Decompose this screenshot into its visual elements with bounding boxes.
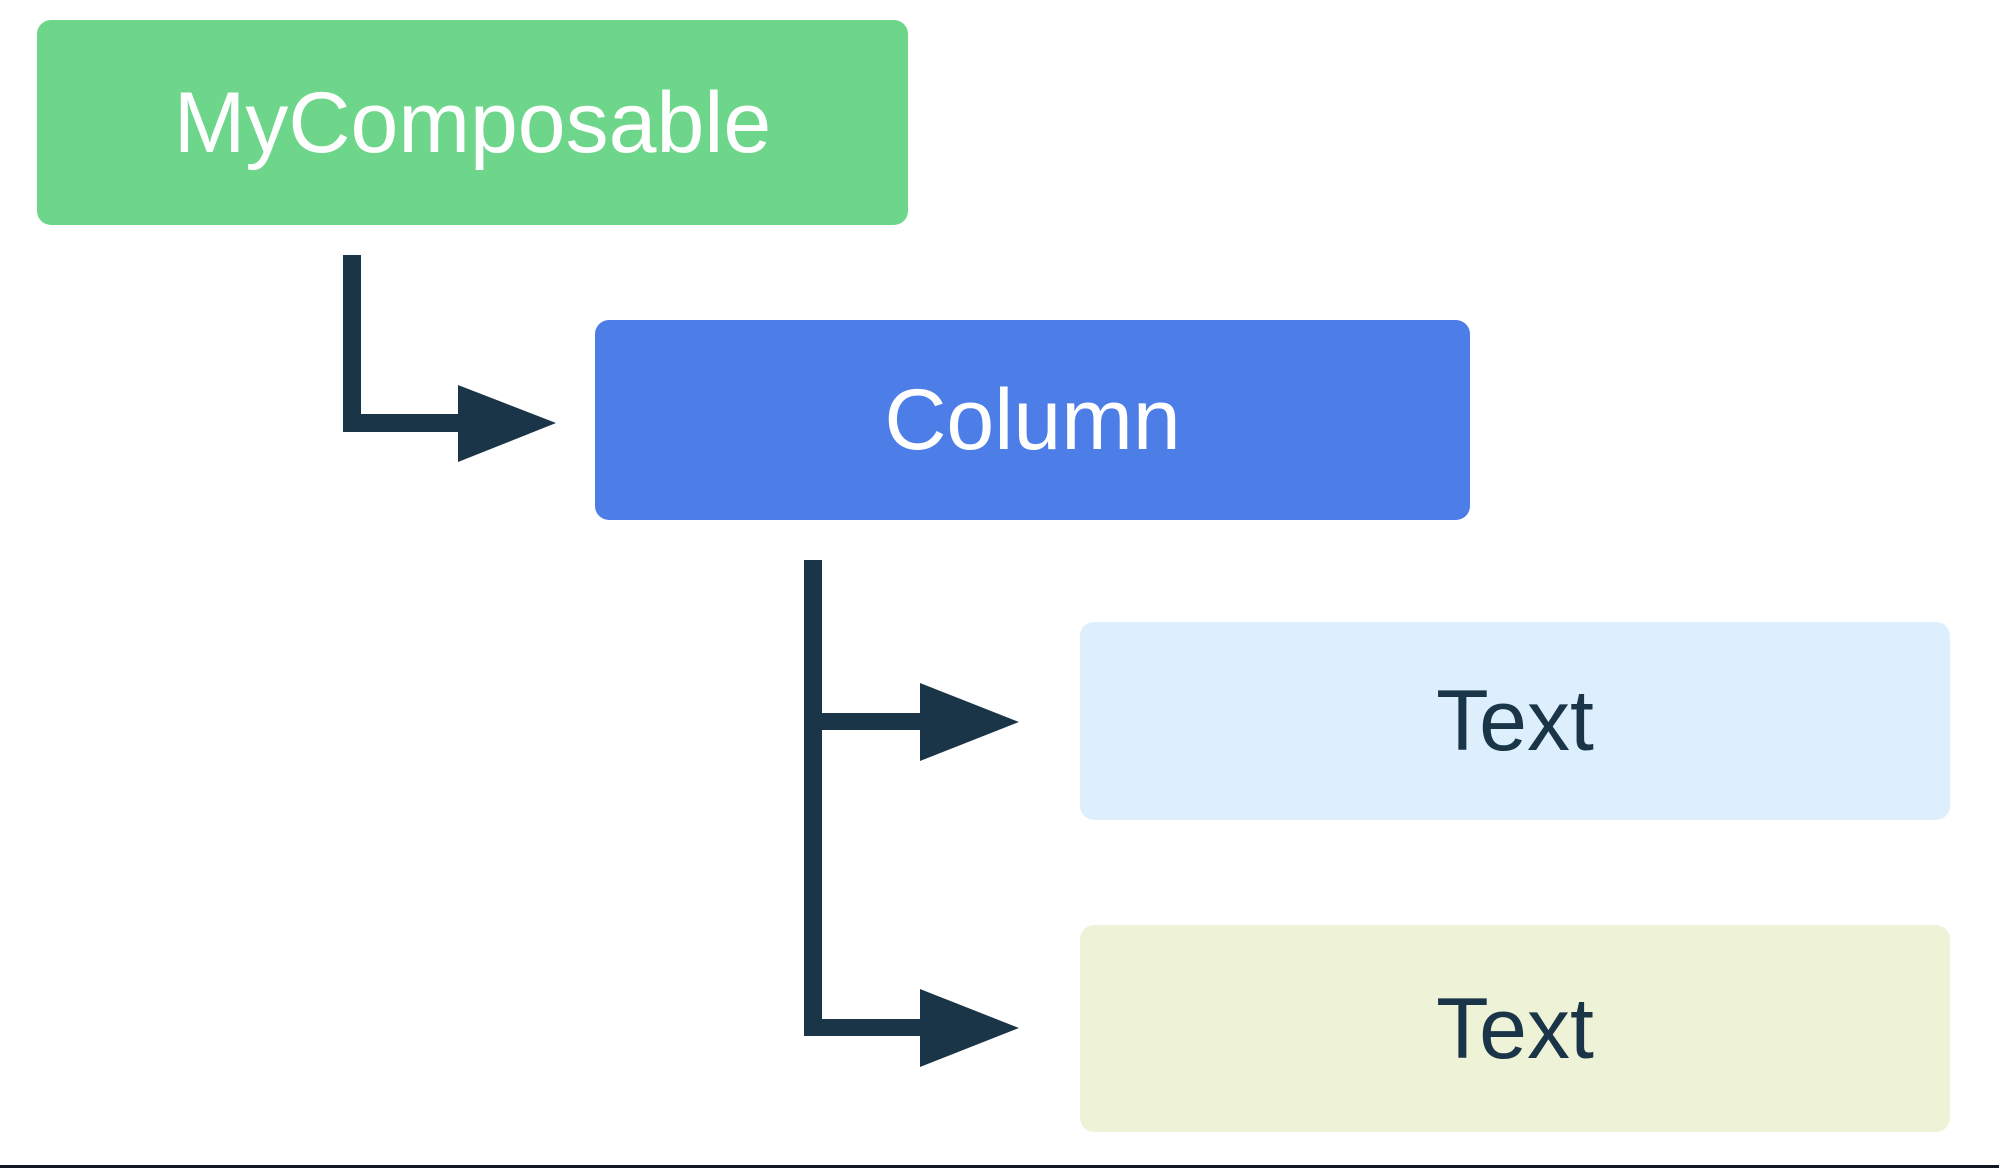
node-mycomposable[interactable]: MyComposable: [37, 20, 908, 225]
edge-column-to-text-2: [804, 713, 1019, 1067]
node-text-first[interactable]: Text: [1080, 622, 1950, 820]
edge-column-to-text-1: [804, 560, 1019, 761]
node-label-mycomposable: MyComposable: [173, 74, 772, 171]
node-label-column: Column: [884, 372, 1181, 468]
node-column[interactable]: Column: [595, 320, 1470, 520]
node-label-text-first: Text: [1436, 673, 1594, 769]
node-text-second[interactable]: Text: [1080, 925, 1950, 1132]
bottom-divider: [0, 1165, 1999, 1168]
edge-root-to-column: [343, 255, 556, 462]
node-label-text-second: Text: [1436, 980, 1594, 1077]
